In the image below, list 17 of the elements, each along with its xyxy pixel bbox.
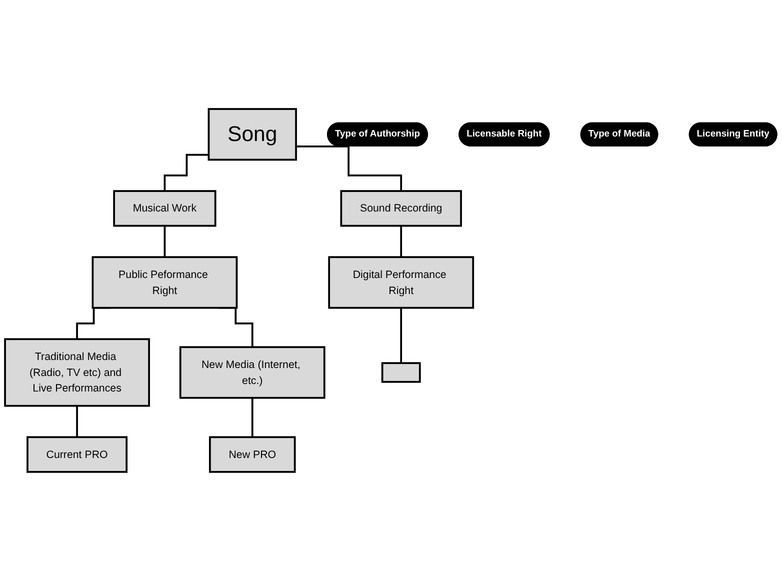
node-box: Traditional Media (Radio, TV etc) and Live Performances [4,338,150,407]
node-box: New Media (Internet, etc.) [179,346,326,399]
node-box: Current PRO [26,436,128,473]
connector [400,224,402,258]
connector [164,224,166,258]
connector [164,154,209,192]
node-box: New PRO [208,436,296,473]
connector [251,396,254,438]
connector [296,146,402,192]
connector [400,306,402,364]
node-box: Digital Performance Right [328,256,474,309]
node-box [381,362,421,383]
node-box: Song [208,108,297,161]
node-box: Public Peformance Right [92,256,238,309]
node-box: Sound Recording [340,190,462,227]
node-box: Musical Work [113,190,216,227]
connector [76,404,78,438]
